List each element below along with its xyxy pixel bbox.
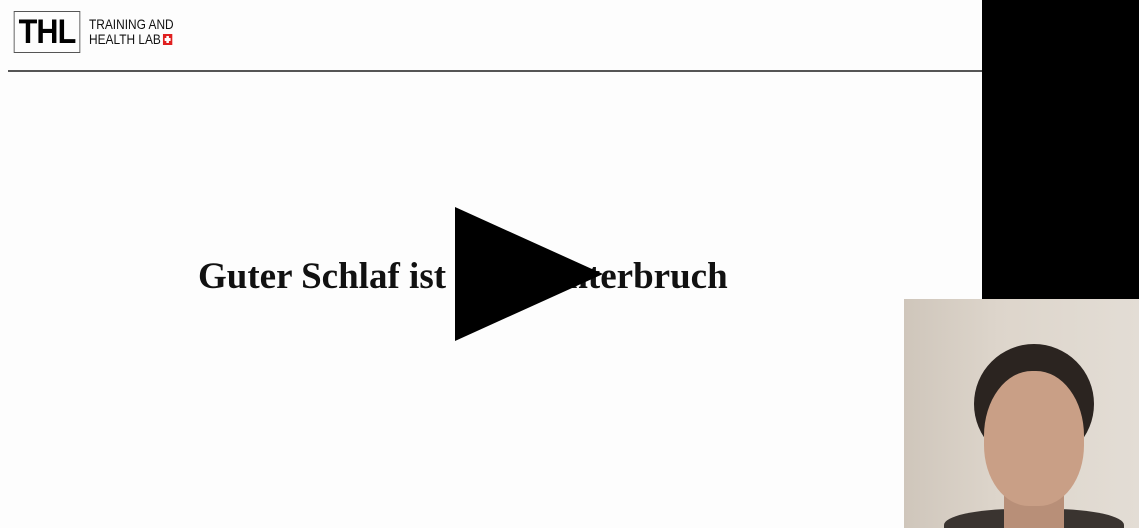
play-icon[interactable] (455, 207, 603, 341)
logo-text: TRAINING AND HEALTH LAB (89, 17, 174, 47)
webcam-video (904, 299, 1139, 528)
logo-line1: TRAINING AND (89, 16, 174, 32)
thl-logo: THL TRAINING AND HEALTH LAB (10, 11, 189, 53)
header-divider (8, 70, 982, 72)
logo-abbr: THL (13, 11, 81, 53)
logo-line2: HEALTH LAB (89, 32, 174, 47)
speaker-face (984, 371, 1084, 506)
swiss-cross-icon (162, 34, 172, 45)
black-panel (982, 0, 1139, 299)
